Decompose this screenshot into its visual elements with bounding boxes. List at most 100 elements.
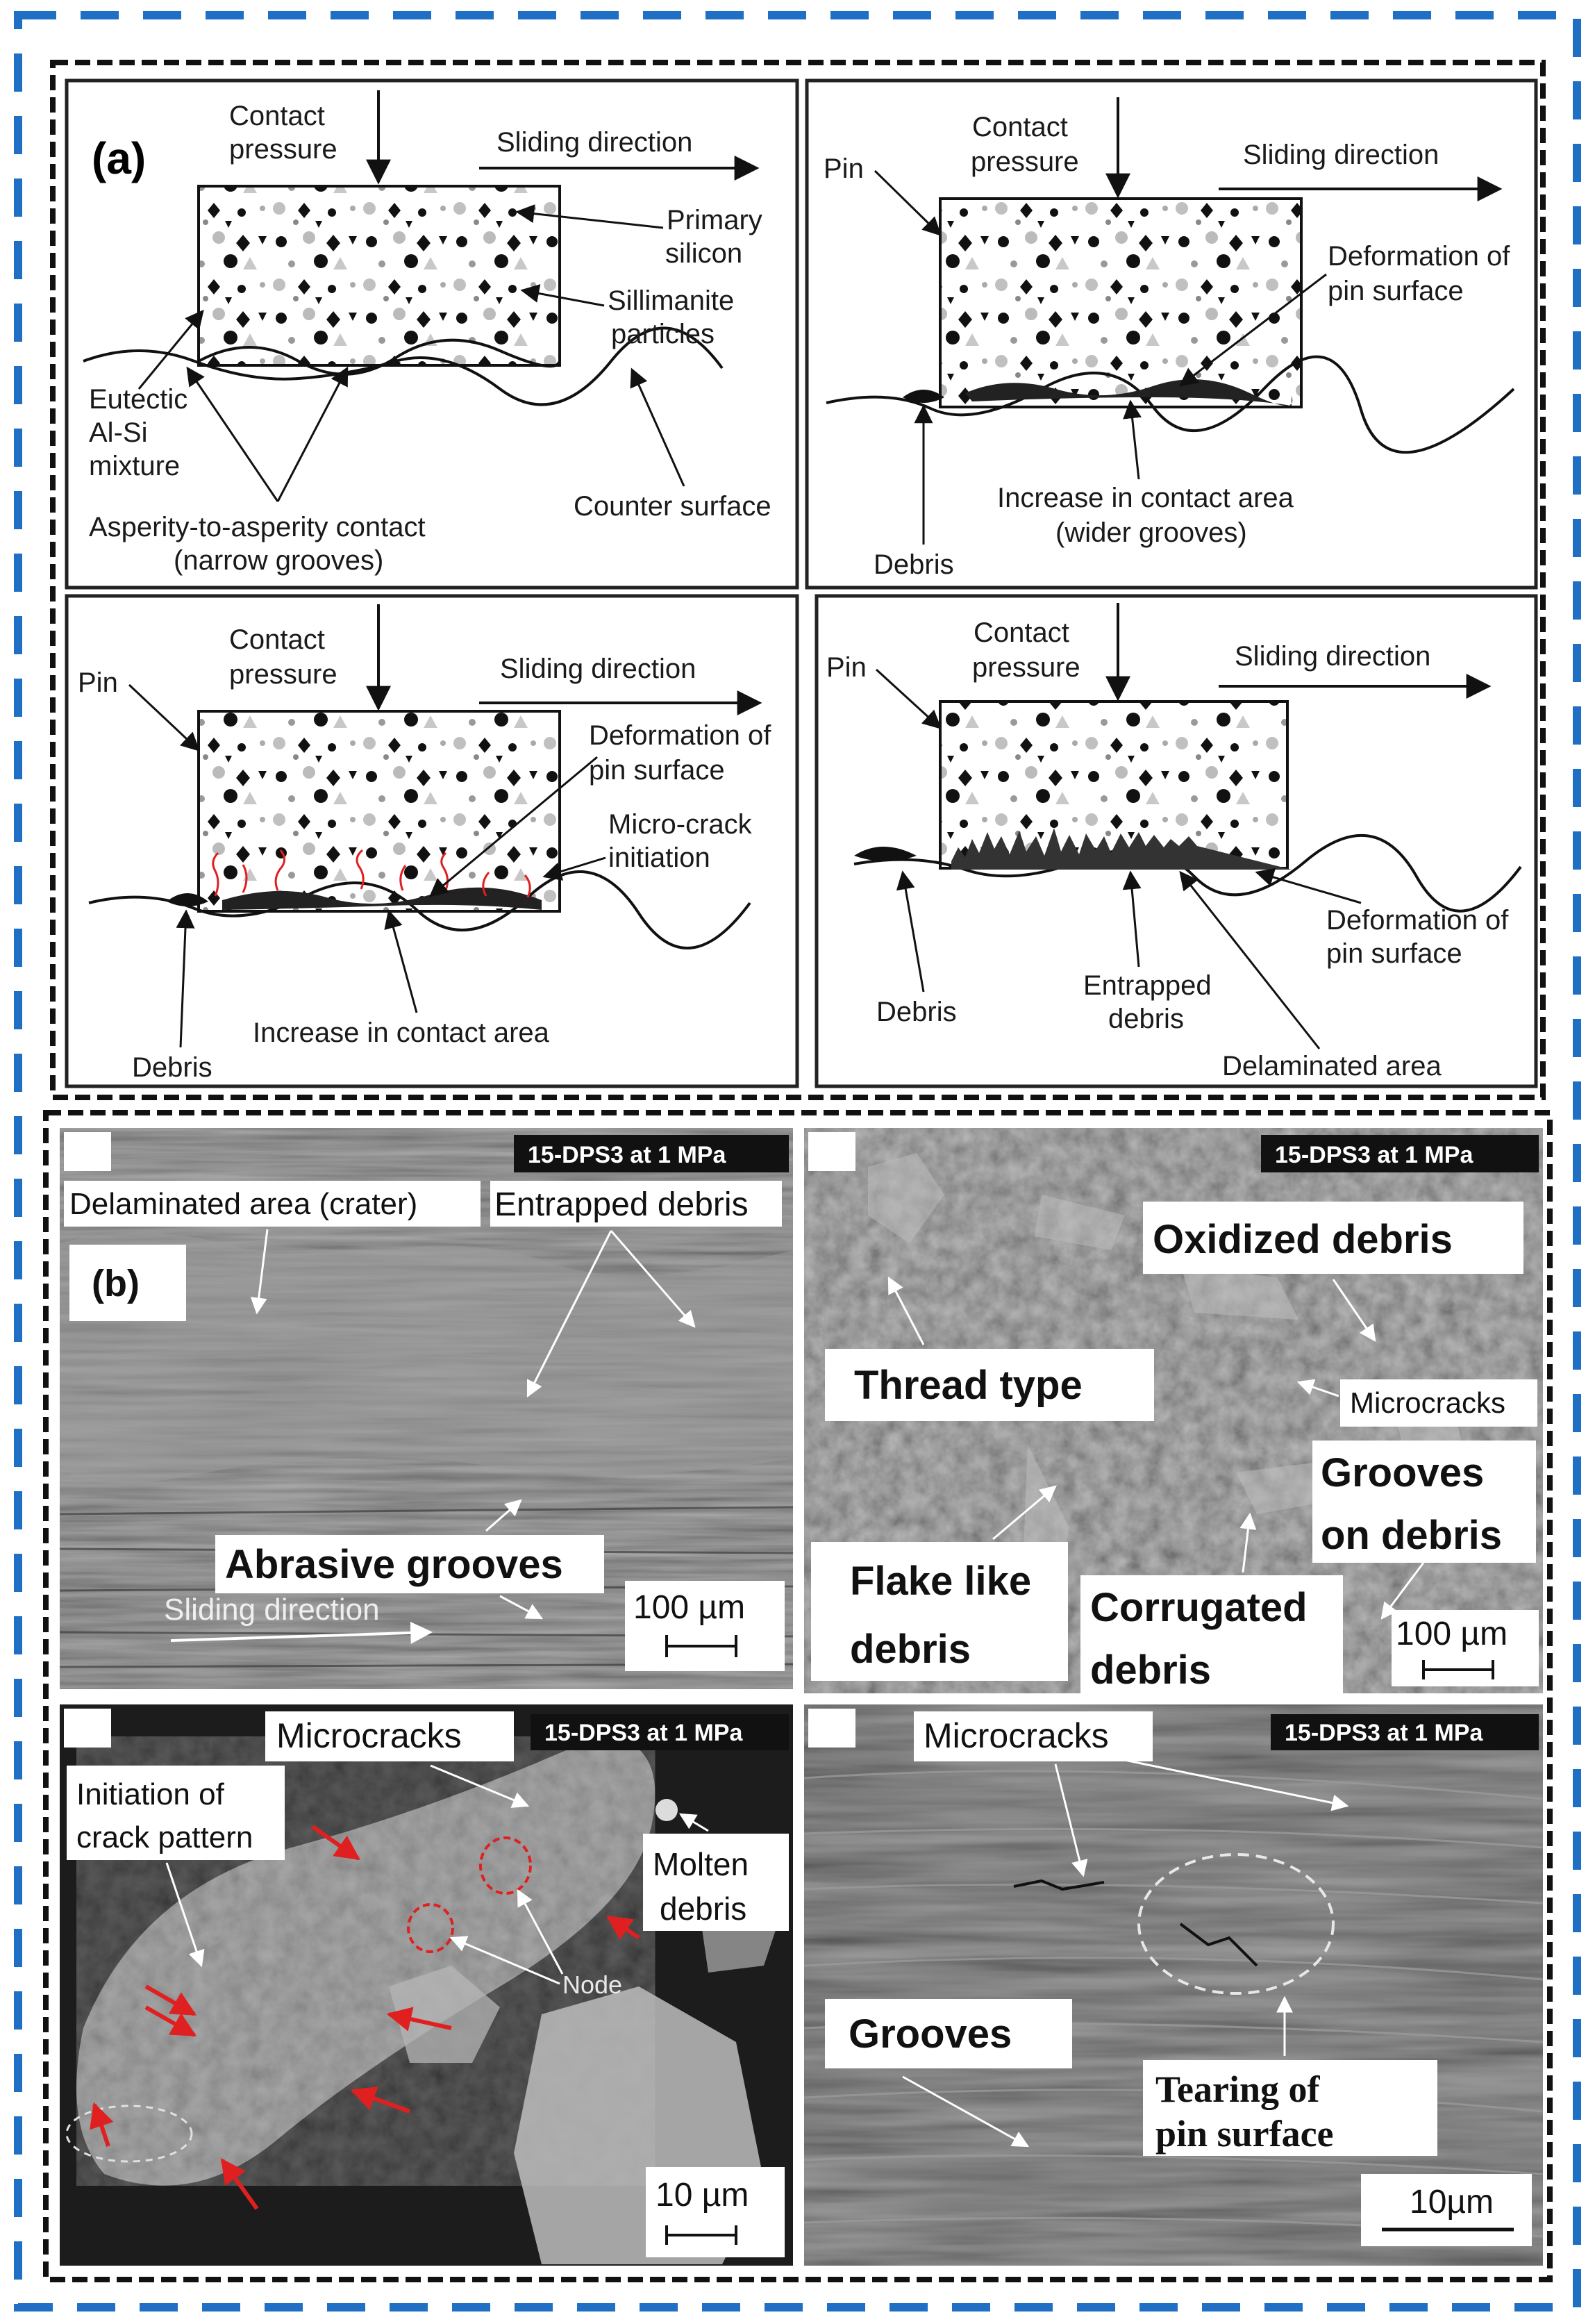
pressure-label: pressure bbox=[229, 134, 337, 165]
grooves-arrow bbox=[1380, 1562, 1425, 1620]
microcracks-arrow bbox=[1296, 1379, 1339, 1397]
counter-surface-label: Counter surface bbox=[574, 491, 771, 522]
pin-arrow bbox=[875, 668, 942, 729]
sliding-label: Sliding direction bbox=[1235, 641, 1430, 672]
pin-surface-label: pin surface bbox=[1326, 938, 1462, 969]
silicon-label: silicon bbox=[665, 238, 742, 269]
jagged-delamination bbox=[951, 828, 1292, 870]
primary-arrow bbox=[515, 204, 664, 229]
counter-surface-wave bbox=[88, 870, 751, 949]
contact-band bbox=[965, 379, 1293, 406]
abrasive-arrow-1 bbox=[485, 1499, 522, 1532]
pressure-label: pressure bbox=[229, 659, 337, 690]
initiation-label: initiation bbox=[608, 843, 710, 873]
panel-a-border bbox=[50, 60, 1546, 1100]
entrapped-debris-label: debris bbox=[1108, 1004, 1184, 1034]
microcracks-arrow-1 bbox=[1054, 1763, 1088, 1877]
debris-arrow bbox=[896, 870, 925, 993]
alsi-label: Al-Si bbox=[89, 417, 147, 448]
debris-label: Debris bbox=[132, 1052, 212, 1083]
deformation-arrow bbox=[1255, 868, 1362, 904]
microcracks-arrow-2 bbox=[1110, 1756, 1349, 1811]
molten-label: Molten bbox=[653, 1846, 749, 1882]
increase-arrow bbox=[1123, 399, 1142, 480]
entrapped-arrow-1 bbox=[526, 1230, 612, 1398]
sem-image-2: 15-DPS3 at 1 MPa Oxidized debris Thread … bbox=[804, 1128, 1543, 1693]
thread-arrow bbox=[887, 1276, 925, 1345]
delaminated-label: Delaminated area bbox=[1222, 1051, 1442, 1081]
scale-bar bbox=[665, 2225, 737, 2245]
delaminated-arrow bbox=[1179, 870, 1321, 1049]
pin-block bbox=[197, 710, 561, 913]
tearing-circle bbox=[1137, 1853, 1335, 1995]
node-circle-1 bbox=[479, 1836, 532, 1895]
microcracks-arrow bbox=[430, 1764, 530, 1808]
grooves-arrow bbox=[902, 2075, 1030, 2148]
scale-bar bbox=[1422, 1660, 1494, 1679]
microcracks-label: Microcracks bbox=[276, 1716, 462, 1755]
mixture-label: mixture bbox=[89, 451, 180, 481]
deformation-label: Deformation of bbox=[589, 720, 771, 751]
node-arrow-2 bbox=[449, 1936, 560, 1985]
node-arrow-1 bbox=[517, 1889, 564, 1975]
deformation-label: Deformation of bbox=[1326, 905, 1509, 936]
oxidized-arrow bbox=[1332, 1279, 1376, 1342]
panel-b-label: (b) bbox=[92, 1263, 140, 1304]
debris-label: Debris bbox=[876, 997, 957, 1027]
counter-arrow bbox=[630, 367, 685, 487]
pin-bottom-wave bbox=[198, 338, 561, 376]
entrapped-arrow bbox=[1122, 870, 1142, 968]
narrow-grooves-label: (narrow grooves) bbox=[174, 545, 383, 576]
corrugated-debris-label: debris bbox=[1090, 1647, 1211, 1693]
diagram-2: Contact pressure Sliding direction Pin D… bbox=[824, 97, 1515, 580]
asperity-label: Asperity-to-asperity contact bbox=[89, 512, 426, 542]
panel-a-label: (a) bbox=[92, 133, 146, 183]
abrasive-arrow-2 bbox=[499, 1595, 544, 1620]
flake-like-label: Flake like bbox=[850, 1559, 1031, 1604]
debris-blob bbox=[903, 390, 944, 403]
sillimanite-arrow bbox=[520, 284, 605, 307]
pin-surface-label: pin surface bbox=[589, 755, 725, 786]
scale-bar-label: 10µm bbox=[1410, 2184, 1494, 2221]
counter-surface-wave bbox=[826, 355, 1515, 454]
microcracks-label: Microcracks bbox=[924, 1716, 1109, 1755]
micro-crack-arrow bbox=[542, 856, 606, 881]
pin-label: Pin bbox=[78, 667, 118, 698]
sem-image-3: 15-DPS3 at 1 MPa Microcracks Initiation … bbox=[60, 1704, 793, 2266]
tearing-label: Tearing of bbox=[1155, 2068, 1321, 2110]
entrapped-label: Entrapped bbox=[1083, 970, 1212, 1001]
scale-bar bbox=[665, 1635, 737, 1657]
deformation-arrow bbox=[1178, 273, 1327, 387]
wider-grooves-label: (wider grooves) bbox=[1055, 517, 1247, 548]
crack-pattern-label: crack pattern bbox=[76, 1820, 253, 1854]
contact-label: Contact bbox=[972, 112, 1068, 142]
node-circle-2 bbox=[407, 1903, 454, 1953]
panel-b-border bbox=[43, 1110, 1553, 2282]
initiation-label: Initiation of bbox=[76, 1777, 225, 1811]
sample-tag: 15-DPS3 at 1 MPa bbox=[1285, 1720, 1483, 1746]
molten-droplet bbox=[655, 1799, 678, 1821]
increase-label: Increase in contact area bbox=[997, 483, 1294, 513]
sliding-label: Sliding direction bbox=[500, 654, 696, 684]
pin-label: Pin bbox=[826, 652, 867, 683]
on-debris-label: on debris bbox=[1321, 1513, 1502, 1558]
contact-label: Contact bbox=[229, 101, 325, 131]
crater-region bbox=[60, 1233, 793, 1484]
outer-border bbox=[14, 11, 1581, 2311]
primary-label: Primary bbox=[667, 205, 762, 235]
pin-surface-label: pin surface bbox=[1328, 276, 1464, 306]
pressure-label: pressure bbox=[971, 147, 1079, 177]
corrugated-arrow bbox=[1239, 1512, 1257, 1573]
scale-bar-label: 100 µm bbox=[633, 1589, 745, 1626]
deformation-label: Deformation of bbox=[1328, 241, 1510, 272]
pin-label: Pin bbox=[824, 153, 864, 184]
delaminated-arrow bbox=[250, 1229, 269, 1315]
micro-crack-label: Micro-crack bbox=[608, 809, 753, 840]
entrapped-arrow-2 bbox=[610, 1230, 696, 1328]
eutectic-arrow bbox=[137, 309, 204, 390]
red-crack-arrows bbox=[90, 1825, 640, 2210]
crack-ellipse bbox=[65, 2105, 193, 2163]
increase-arrow bbox=[384, 909, 418, 1013]
debris-blob bbox=[854, 847, 917, 861]
